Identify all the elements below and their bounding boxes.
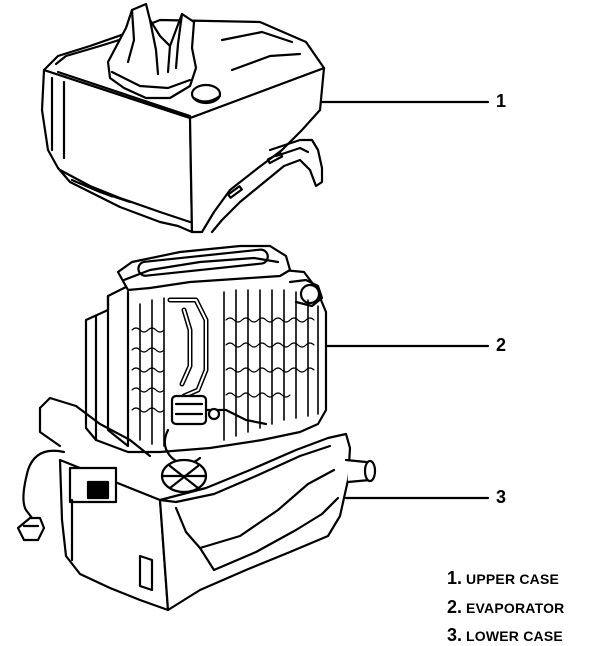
legend-number: 3.	[447, 625, 463, 645]
legend-label: LOWER CASE	[466, 628, 563, 644]
lower-case-drawing	[16, 396, 377, 612]
callout-3: 3	[496, 487, 507, 507]
legend-item-lower-case: 3.LOWER CASE	[447, 625, 563, 646]
legend-item-upper-case: 1.UPPER CASE	[447, 568, 559, 589]
legend-number: 2.	[447, 597, 463, 617]
legend-label: EVAPORATOR	[466, 600, 565, 616]
legend-item-evaporator: 2.EVAPORATOR	[447, 597, 564, 618]
legend-number: 1.	[447, 568, 463, 588]
callout-2: 2	[496, 335, 507, 355]
callout-1: 1	[496, 91, 507, 111]
leader-lines	[320, 100, 490, 500]
upper-case-drawing	[40, 2, 326, 234]
legend-label: UPPER CASE	[466, 571, 560, 587]
evaporator-drawing	[84, 244, 328, 466]
